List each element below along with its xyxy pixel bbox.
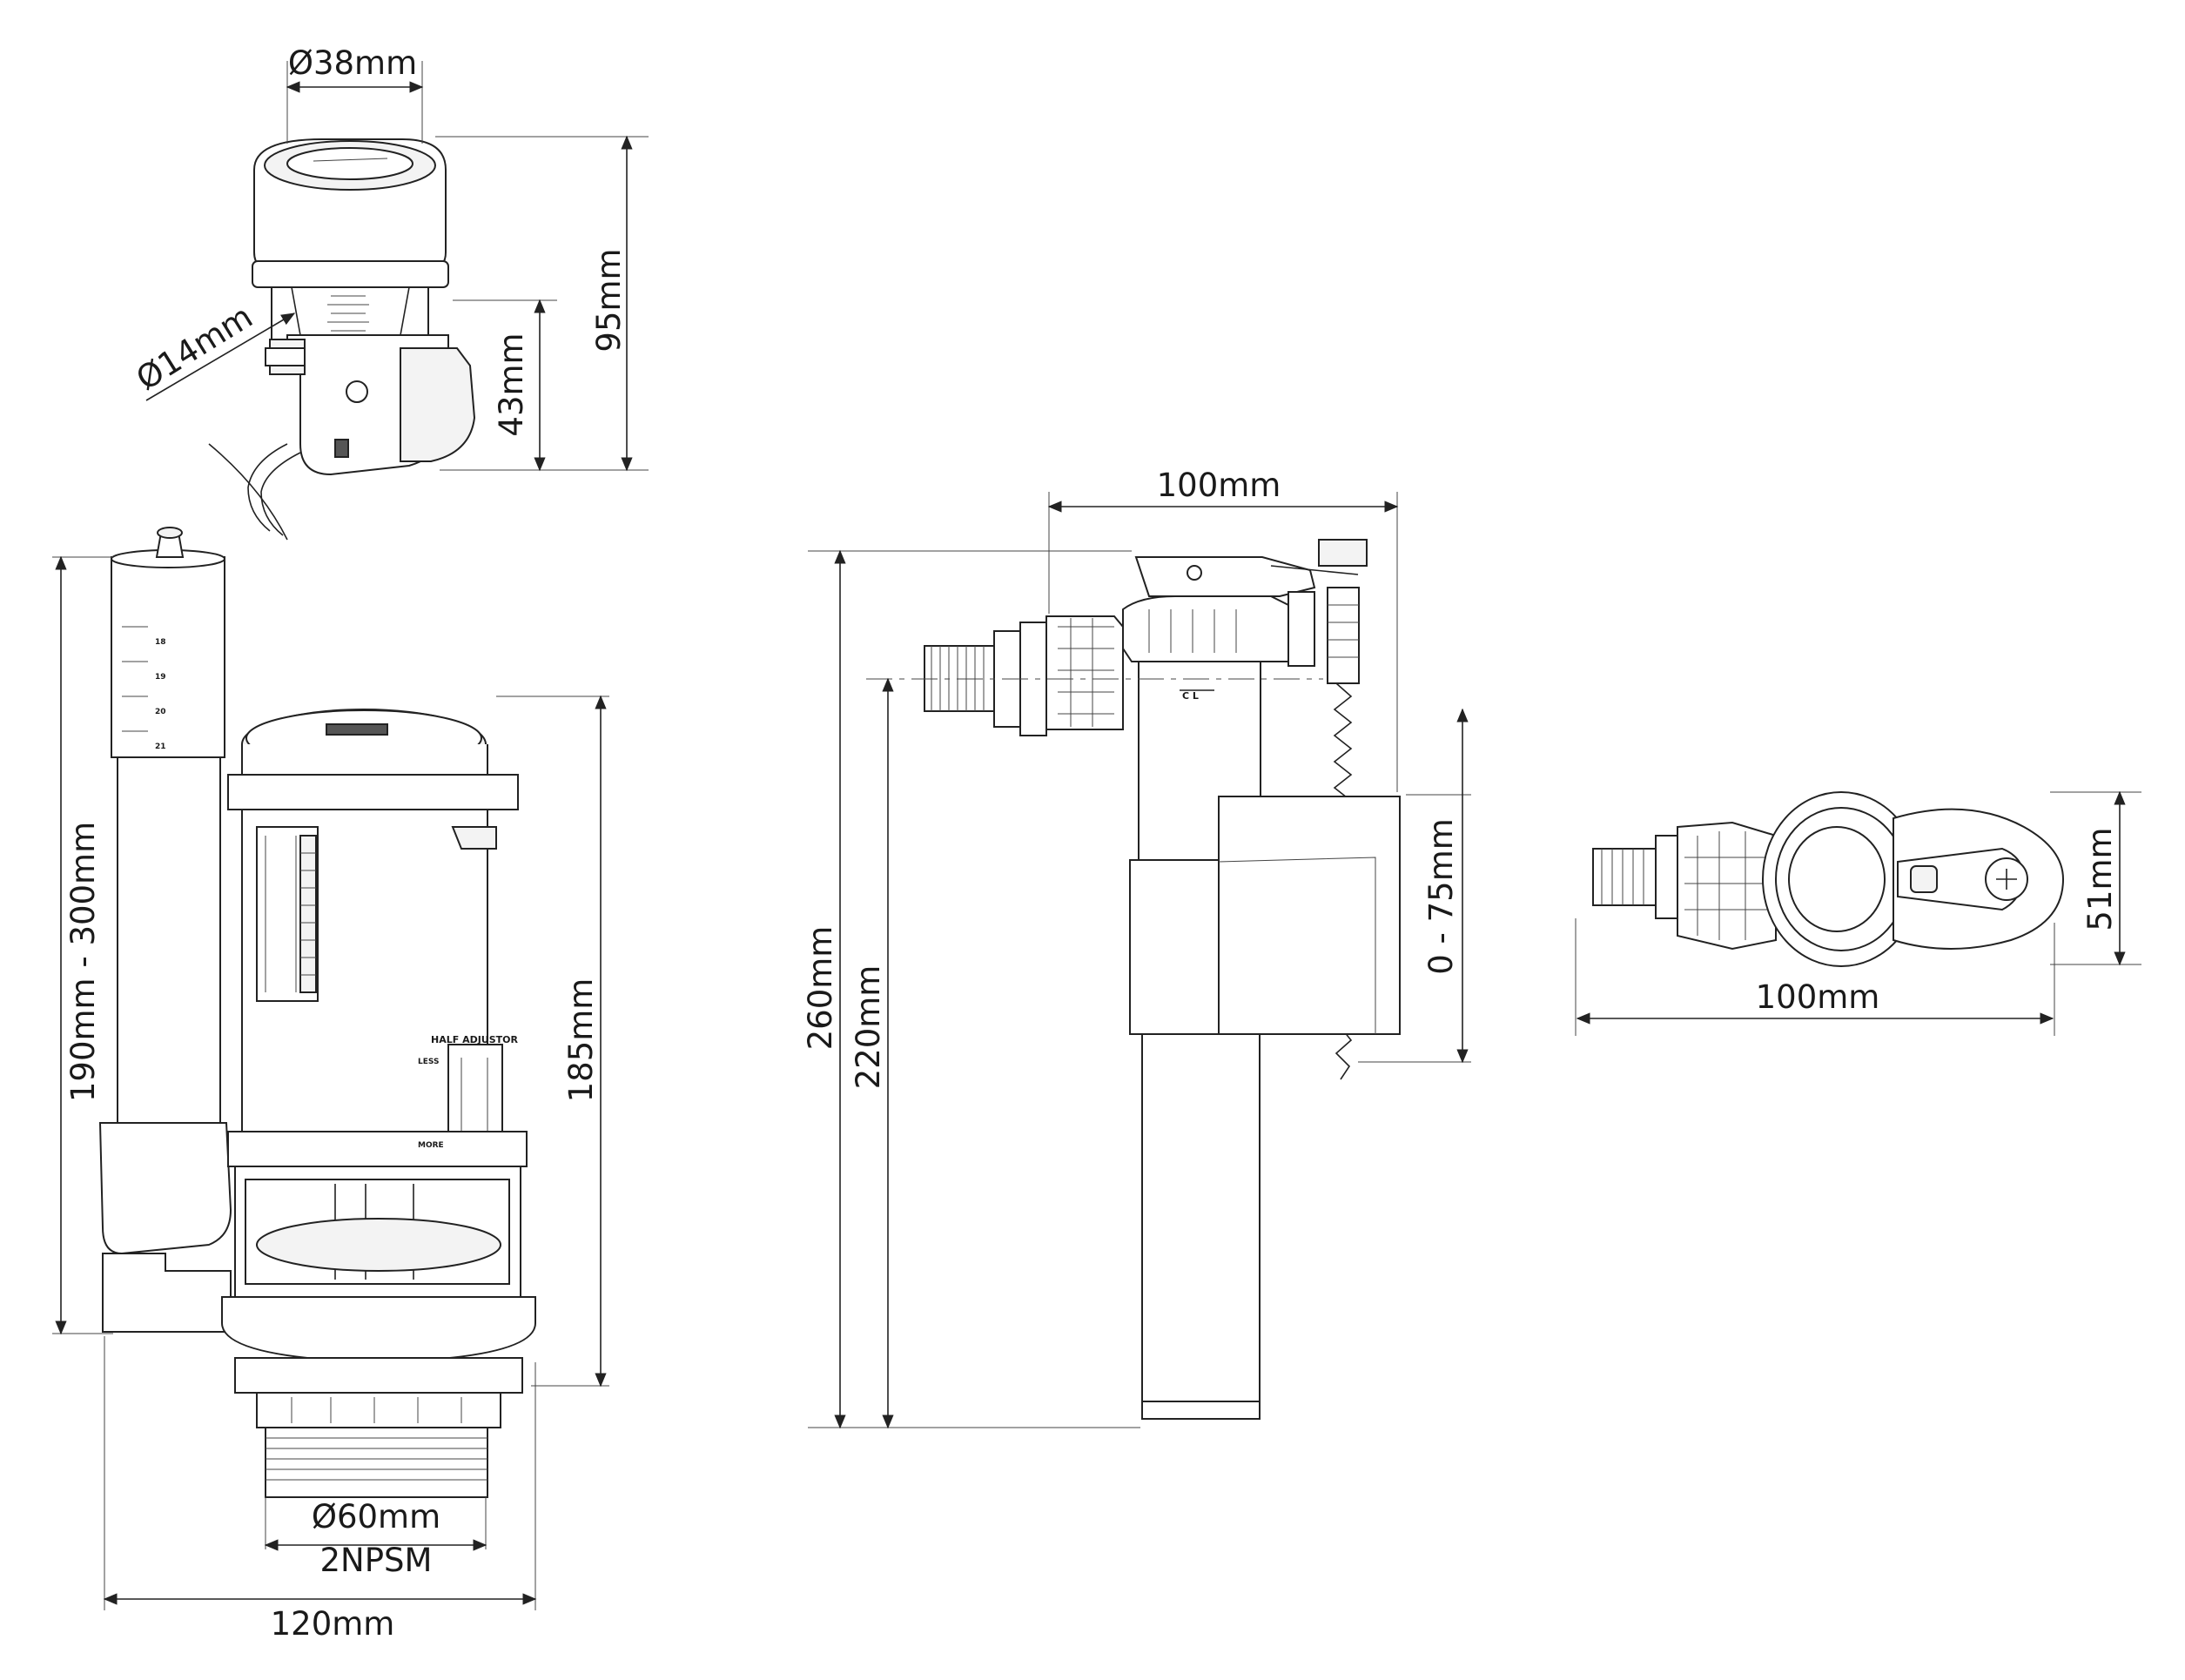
button-body-label: 43mm (493, 333, 530, 436)
button-diameter-label: Ø38mm (288, 44, 417, 82)
flush-valve-drawing (52, 527, 609, 1610)
fill-width-label: 100mm (1157, 467, 1281, 504)
fill-valve-side-drawing (808, 492, 1471, 1429)
scale-mark-21: 21 (155, 743, 166, 751)
button-height-label: 95mm (590, 248, 628, 352)
fill-top-width-label: 100mm (1756, 978, 1880, 1016)
valve-height-range-label: 190mm - 300mm (64, 822, 102, 1102)
fill-top-depth-label: 51mm (2081, 827, 2119, 931)
half-adjustor-label: HALF ADJUSTOR (431, 1034, 519, 1045)
thread-label: 2NPSM (320, 1542, 433, 1579)
scale-mark-18: 18 (155, 638, 166, 647)
valve-width-label: 120mm (271, 1605, 395, 1643)
centre-line-label: C L (1182, 690, 1199, 702)
valve-body-label: 185mm (562, 978, 600, 1103)
more-label: MORE (418, 1141, 444, 1150)
push-button-drawing (145, 61, 649, 541)
hose-diameter-label: Ø14mm (130, 298, 259, 398)
outlet-diameter-label: Ø60mm (312, 1498, 440, 1536)
less-label: LESS (418, 1058, 439, 1066)
scale-mark-19: 19 (155, 673, 166, 682)
fill-adjust-label: 0 - 75mm (1422, 818, 1460, 975)
fill-inner-label: 220mm (850, 965, 887, 1090)
scale-mark-20: 20 (155, 708, 166, 716)
fill-valve-top-drawing (1575, 790, 2141, 1036)
fill-height-label: 260mm (802, 926, 839, 1051)
